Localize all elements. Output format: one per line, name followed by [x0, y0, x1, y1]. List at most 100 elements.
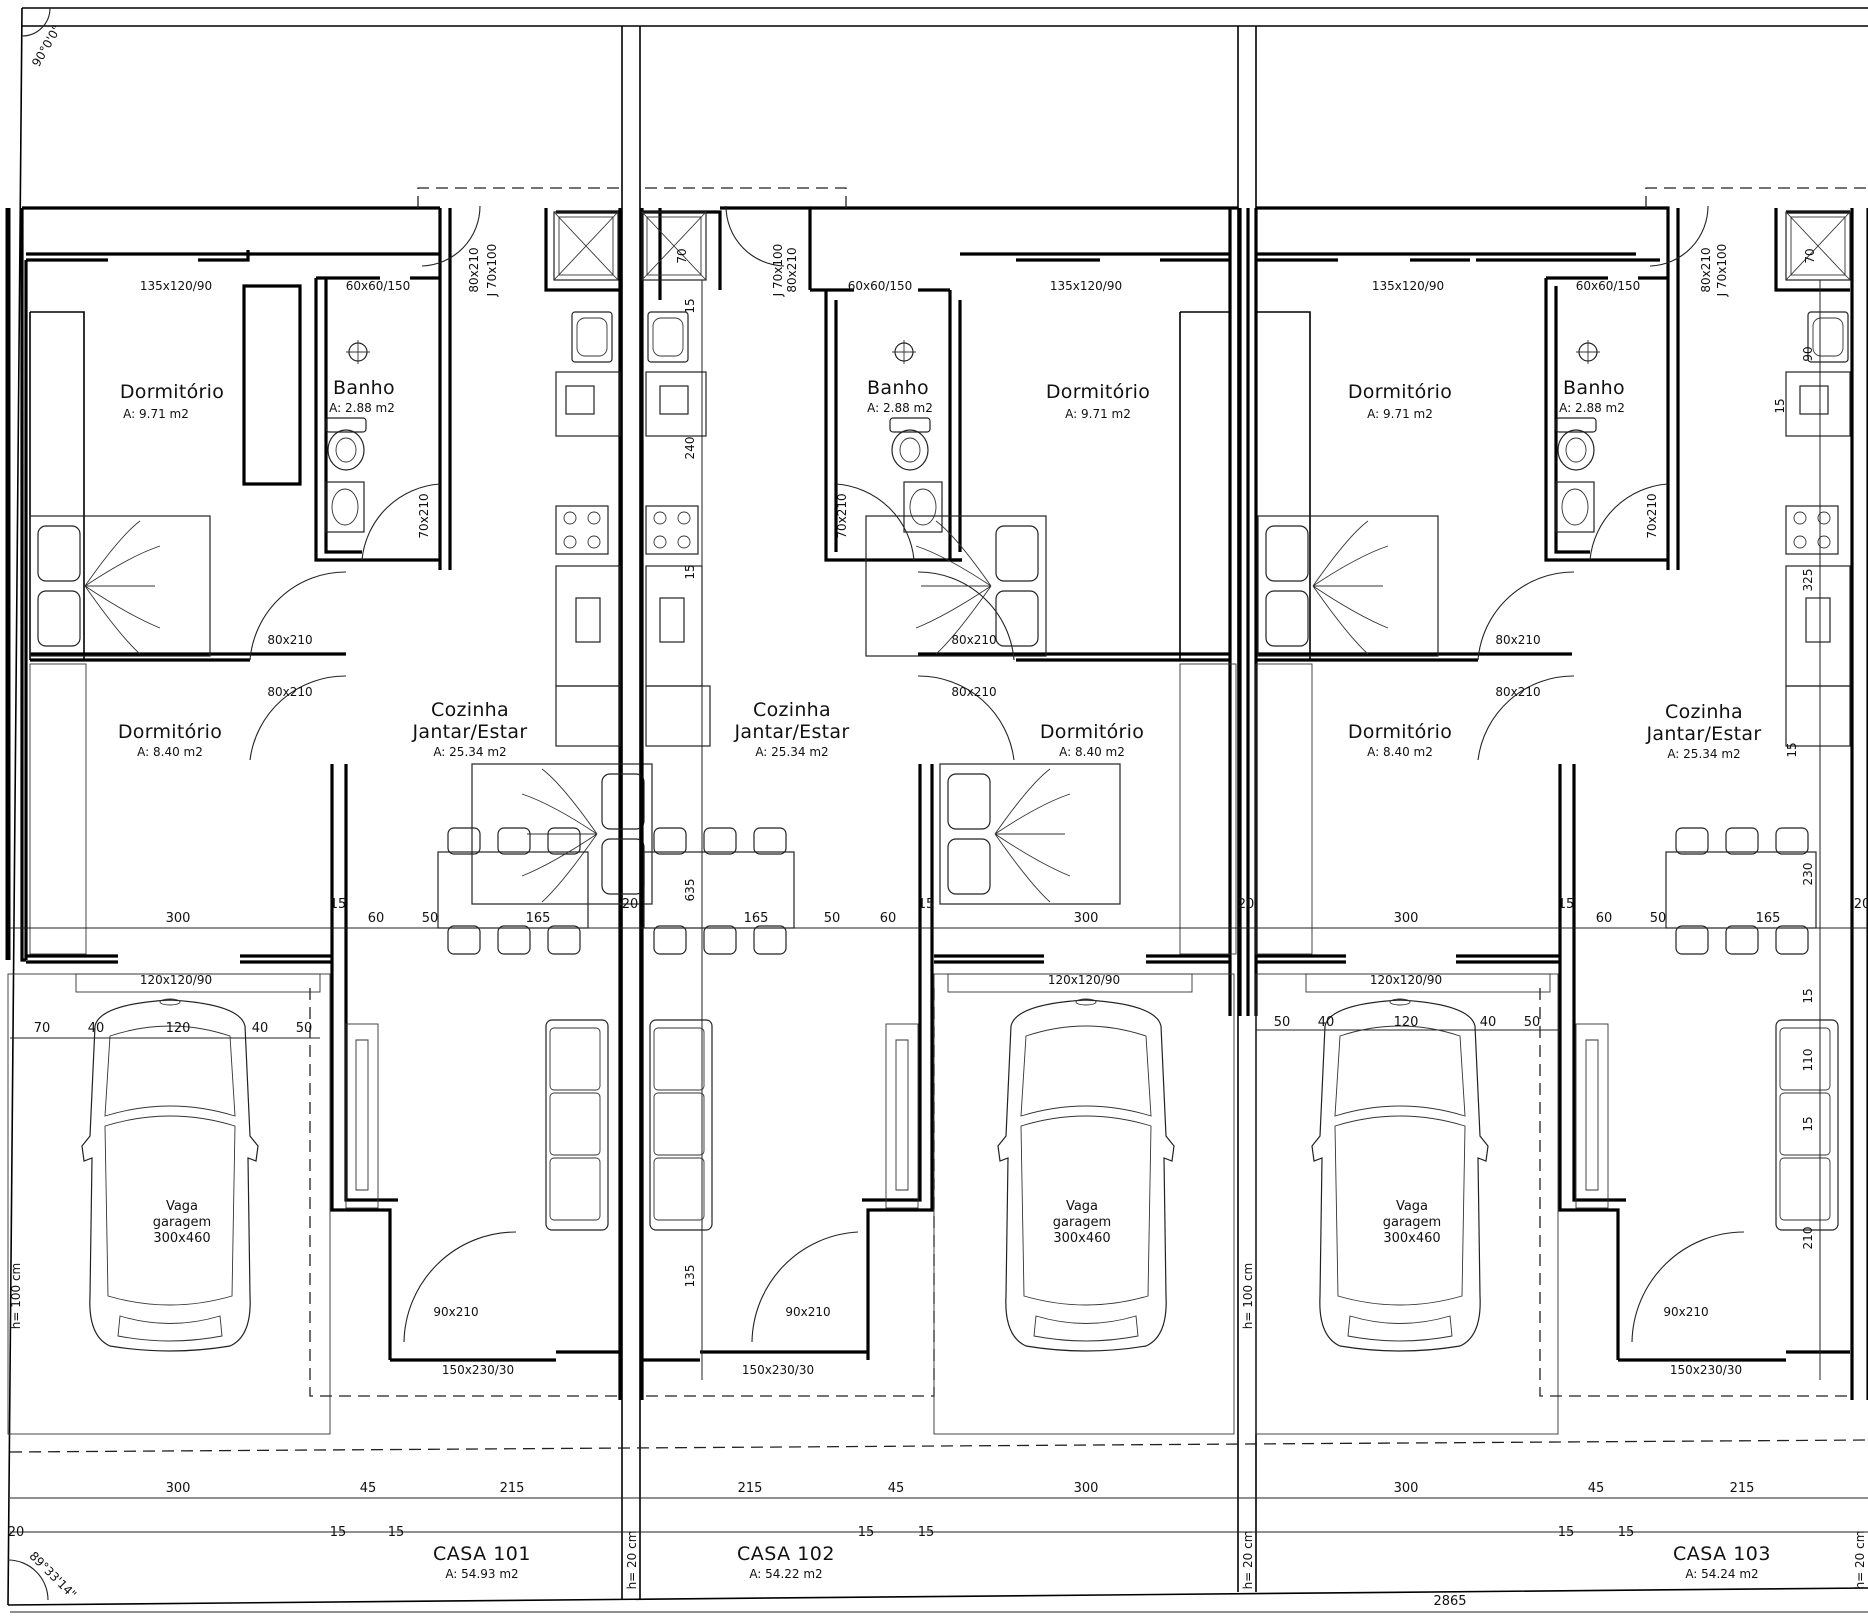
dim-b103-45: 45: [1588, 1481, 1605, 1496]
label-door-dorm1-103: 80x210: [1495, 633, 1540, 647]
site-total-width: 2865: [1433, 1594, 1466, 1609]
house-101: [5, 187, 653, 1435]
room-area-102-dorm2: A: 8.40 m2: [1059, 745, 1125, 759]
room-area-103-kitchen: A: 25.34 m2: [1667, 747, 1740, 761]
house-103-name: CASA 103: [1673, 1543, 1771, 1565]
dim-102-165: 165: [744, 911, 769, 926]
room-area-101-bath: A: 2.88 m2: [329, 401, 395, 415]
dim-103-165: 165: [1756, 911, 1781, 926]
garage-101-line1: Vaga: [166, 1199, 198, 1214]
room-name-102-dorm1: Dormitório: [1046, 381, 1150, 403]
dim-102-20: 20: [1238, 897, 1255, 912]
dim-101-300: 300: [166, 911, 191, 926]
opening-labels: 135x120/90 60x60/150 60x60/150 135x120/9…: [140, 244, 1742, 1377]
dim-c101-15a: 15: [330, 1525, 347, 1540]
dim-103-300: 300: [1394, 911, 1419, 926]
room-name-103-dorm1: Dormitório: [1348, 381, 1452, 403]
label-door-front-102: 90x210: [785, 1305, 830, 1319]
dim-v-635: 635: [683, 879, 697, 902]
dim-v-110: 110: [1801, 1049, 1815, 1072]
room-name-102-kitchen: Cozinha: [753, 699, 831, 721]
room-name-103-kitchen: Cozinha: [1665, 701, 1743, 723]
dim-101-165: 165: [526, 911, 551, 926]
garage-103-line1: Vaga: [1396, 1199, 1428, 1214]
dim-b102-45: 45: [888, 1481, 905, 1496]
label-door-rear-j-101: J 70x100: [485, 244, 499, 298]
dim-c103-15b: 15: [1618, 1525, 1635, 1540]
dim-g101-50: 50: [296, 1021, 313, 1036]
room-area-103-dorm1: A: 9.71 m2: [1367, 407, 1433, 421]
dim-v-15d: 15: [1785, 742, 1799, 757]
room-name-101-bath: Banho: [333, 377, 395, 399]
label-door-front-101: 90x210: [433, 1305, 478, 1319]
label-door-rear-j-103: J 70x100: [1715, 244, 1729, 298]
label-door-dorm2-103: 80x210: [1495, 685, 1540, 699]
dim-v-70-102: 70: [675, 248, 689, 263]
room-area-102-bath: A: 2.88 m2: [867, 401, 933, 415]
label-window-dorm-101: 135x120/90: [140, 279, 212, 293]
house-101-area: A: 54.93 m2: [445, 1567, 518, 1581]
label-window-living-102: 150x230/30: [742, 1363, 814, 1377]
dim-102-50: 50: [824, 911, 841, 926]
dim-102-60: 60: [880, 911, 897, 926]
dim-c101-15b: 15: [388, 1525, 405, 1540]
room-area-102-kitchen: A: 25.34 m2: [755, 745, 828, 759]
garage-102-line3: 300x460: [1053, 1231, 1110, 1246]
label-door-rear-102: 80x210: [785, 247, 799, 292]
house-103: [1246, 187, 1868, 1435]
dim-103-50: 50: [1650, 911, 1667, 926]
garage-101-line3: 300x460: [153, 1231, 210, 1246]
dim-102-15: 15: [918, 897, 935, 912]
label-window-living-101: 150x230/30: [442, 1363, 514, 1377]
dim-g103-50b: 50: [1524, 1015, 1541, 1030]
site-boundary: [7, 7, 1868, 1613]
site-angle-top: 90°0'0": [29, 23, 64, 69]
house-103-area: A: 54.24 m2: [1685, 1567, 1758, 1581]
room-name2-101-kitchen: Jantar/Estar: [411, 721, 527, 743]
dim-v-15a: 15: [683, 298, 697, 313]
wall-height-101: h= 100 cm: [9, 1263, 23, 1329]
room-name2-103-kitchen: Jantar/Estar: [1645, 723, 1761, 745]
garage-103-line3: 300x460: [1383, 1231, 1440, 1246]
dim-101-20: 20: [622, 897, 639, 912]
dim-102-300: 300: [1074, 911, 1099, 926]
house-102-area: A: 54.22 m2: [749, 1567, 822, 1581]
room-name-102-bath: Banho: [867, 377, 929, 399]
dim-b101-300: 300: [166, 1481, 191, 1496]
label-window-front-101: 120x120/90: [140, 973, 212, 987]
dim-103-60: 60: [1596, 911, 1613, 926]
dim-v-15e: 15: [1801, 988, 1815, 1003]
dim-101-60: 60: [368, 911, 385, 926]
dim-g101-120: 120: [166, 1021, 191, 1036]
site-angle-bottom: 89°33'14": [26, 1549, 79, 1602]
room-name-103-bath: Banho: [1563, 377, 1625, 399]
label-door-dorm1-102: 80x210: [951, 633, 996, 647]
dim-c103-15a: 15: [1558, 1525, 1575, 1540]
wall-height-div1: h= 20 cm: [625, 1531, 639, 1590]
label-door-rear-101: 80x210: [467, 247, 481, 292]
dimension-text: 300 15 60 50 165 20 165 50 60 15 300 20 …: [8, 248, 1868, 1589]
label-window-front-102: 120x120/90: [1048, 973, 1120, 987]
dim-g103-50a: 50: [1274, 1015, 1291, 1030]
dim-c-20a: 20: [8, 1525, 25, 1540]
label-door-dorm2-102: 80x210: [951, 685, 996, 699]
label-window-bath-101: 60x60/150: [346, 279, 411, 293]
garage-102-line1: Vaga: [1066, 1199, 1098, 1214]
dim-g103-40b: 40: [1480, 1015, 1497, 1030]
label-door-front-103: 90x210: [1663, 1305, 1708, 1319]
dim-v-240: 240: [683, 437, 697, 460]
dim-g101-40b: 40: [252, 1021, 269, 1036]
dim-c102-15a: 15: [858, 1525, 875, 1540]
garage-102-line2: garagem: [1053, 1215, 1111, 1230]
dim-101-50: 50: [422, 911, 439, 926]
room-area-103-bath: A: 2.88 m2: [1559, 401, 1625, 415]
label-door-rear-j-102: J 70x100: [771, 244, 785, 298]
dim-v-70-103: 70: [1803, 248, 1817, 263]
dim-g103-40a: 40: [1318, 1015, 1335, 1030]
wall-height-div2: h= 20 cm: [1241, 1531, 1255, 1590]
dim-g103-120: 120: [1394, 1015, 1419, 1030]
dim-v-15f: 15: [1801, 1116, 1815, 1131]
dim-v-15b: 15: [683, 564, 697, 579]
dim-g101-70: 70: [34, 1021, 51, 1036]
